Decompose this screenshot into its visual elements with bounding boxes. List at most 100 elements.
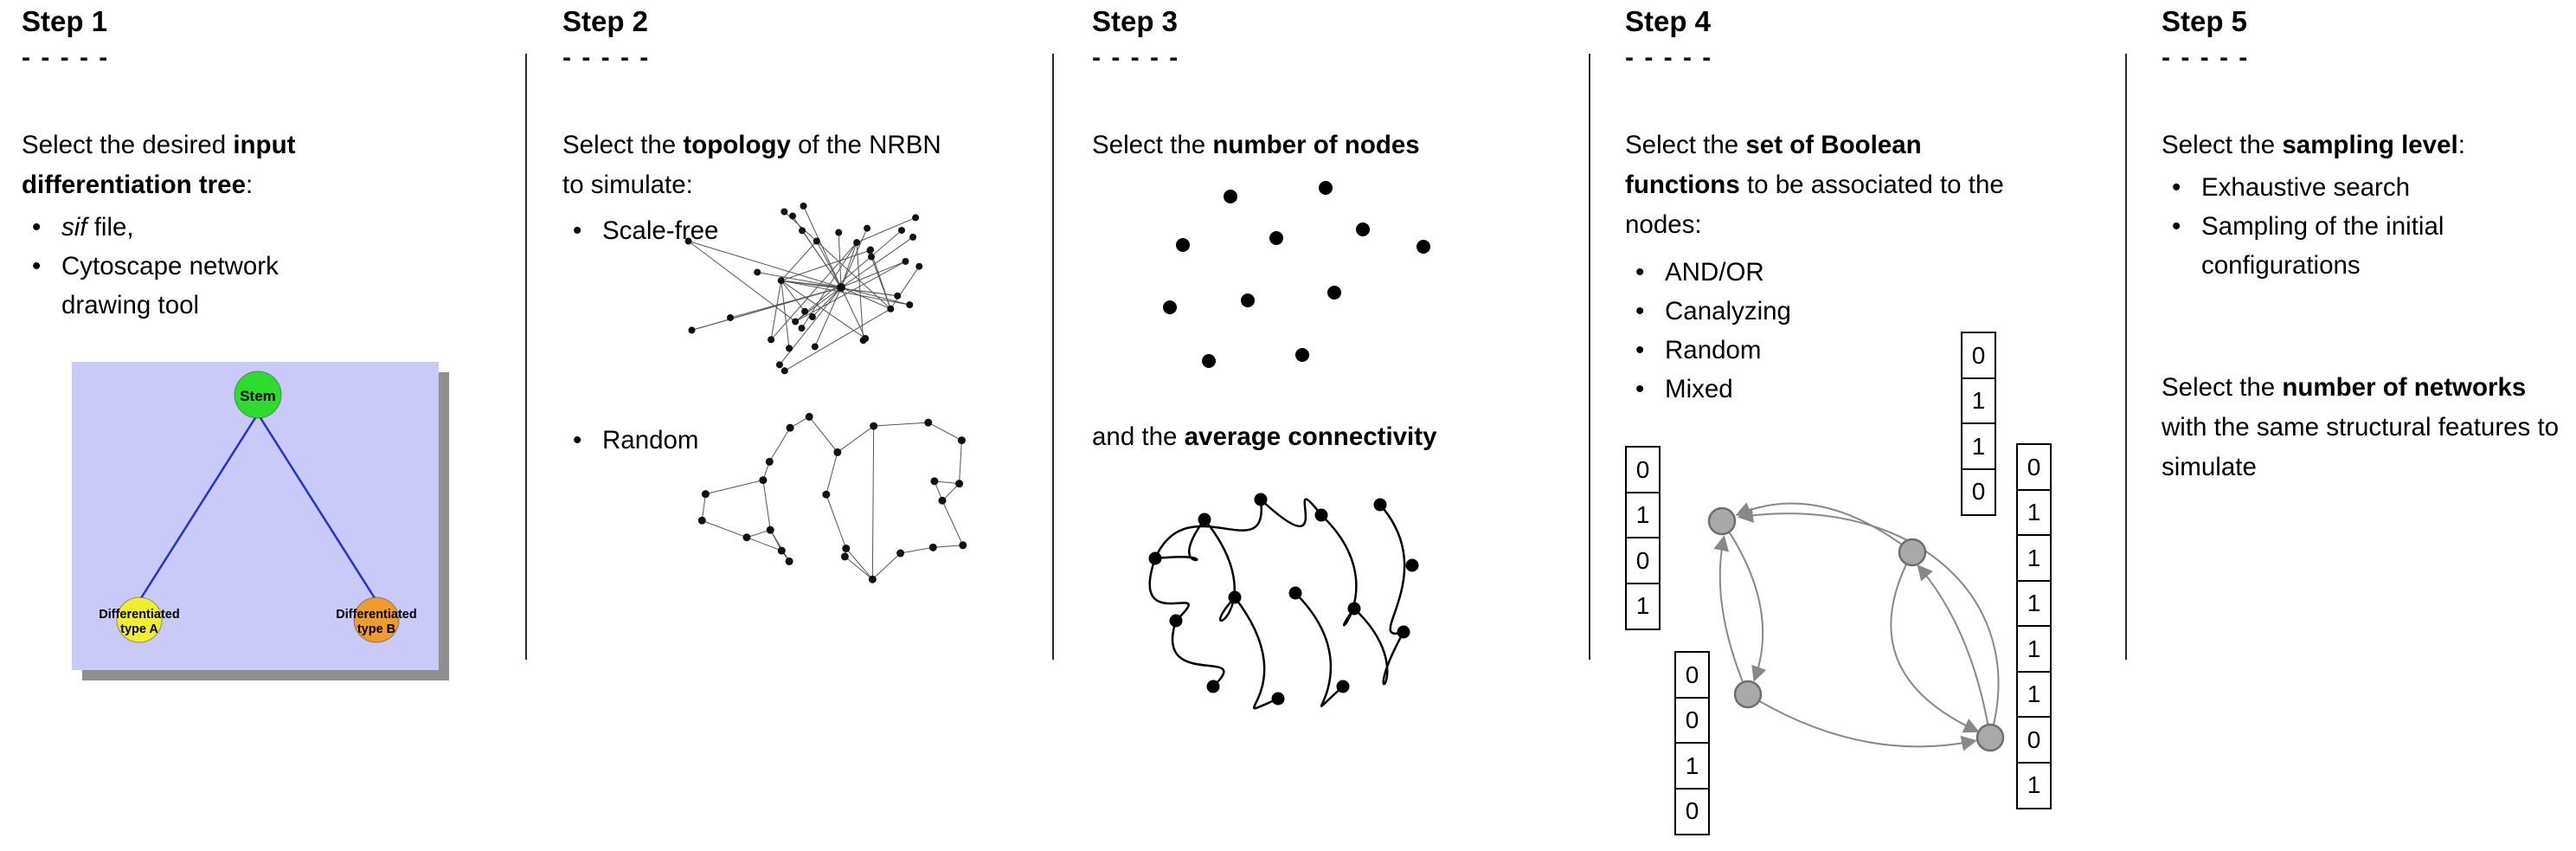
column-divider — [525, 54, 527, 660]
column-divider — [2125, 54, 2127, 660]
step-description: Select the set of Boolean functions to b… — [1625, 126, 2027, 245]
desc-text-bold: number of networks — [2282, 373, 2527, 402]
bullet-item: Scale-free — [562, 211, 822, 250]
bullet-item: Random — [562, 421, 822, 460]
bullet-text-italic: sif — [61, 213, 87, 242]
bullet-text: Sampling of the initial configurations — [2201, 212, 2444, 280]
bullet-text: file, — [87, 213, 134, 242]
tree-edge-left — [138, 413, 260, 602]
random-network-figure — [697, 412, 967, 583]
scale-free-network-figure — [684, 202, 923, 375]
topology-bullet-scale-free: Scale-free — [562, 211, 822, 250]
desc-text: Select the desired — [22, 131, 234, 159]
truth-table-cell: 1 — [2016, 579, 2052, 628]
truth-table-cell: 1 — [1625, 491, 1661, 539]
bullet-text: AND/OR — [1665, 258, 1764, 287]
truth-table-cell: 0 — [2016, 443, 2052, 491]
truth-table-cell: 1 — [1961, 377, 1996, 425]
column-divider — [1052, 54, 1054, 660]
stem-node — [234, 371, 282, 419]
bullet-text: Scale-free — [602, 216, 719, 245]
truth-table-cell: 1 — [2016, 625, 2052, 673]
step-description: Select the number of nodes — [1092, 126, 1585, 165]
desc-text: Select the — [1625, 131, 1746, 159]
column-divider — [1589, 54, 1590, 660]
step-title: Step 3 — [1092, 5, 1179, 37]
truth-table-cell: 1 — [1625, 582, 1661, 630]
truth-table-cell: 0 — [1625, 537, 1661, 584]
bullet-text: Random — [602, 426, 699, 455]
bullet-item: Random — [1625, 331, 1885, 370]
networks-count-description: Select the number of networks with the s… — [2162, 368, 2560, 487]
type-a-label-line1: Differentiated — [99, 608, 179, 622]
desc-text-bold: average connectivity — [1184, 422, 1437, 451]
boolean-network-figure — [1707, 502, 2005, 752]
step-title: Step 5 — [2162, 5, 2248, 37]
boolean-functions-bullet-list: AND/OR Canalyzing Random Mixed — [1625, 253, 1885, 409]
stem-node-label: Stem — [240, 388, 276, 404]
connectivity-network-figure — [1148, 493, 1419, 710]
bullet-item: AND/OR — [1625, 253, 1885, 292]
desc-text-bold: topology — [683, 131, 791, 159]
step-1-bullet-list: sif file, Cytoscape network drawing tool — [22, 208, 307, 325]
truth-table-cell: 1 — [2016, 488, 2052, 537]
truth-table-cell: 1 — [1674, 742, 1710, 790]
truth-table-cell: 0 — [2016, 716, 2052, 764]
bullet-item: Mixed — [1625, 370, 1885, 409]
truth-table-cell: 0 — [1961, 332, 1996, 379]
differentiation-tree-figure: Stem Differentiated type A Differentiate… — [72, 362, 449, 680]
topology-bullet-random: Random — [562, 421, 822, 460]
step-title: Step 2 — [562, 5, 649, 37]
bullet-item: Sampling of the initial configurations — [2162, 207, 2542, 285]
bullet-text: Cytoscape network drawing tool — [61, 252, 279, 319]
truth-table-cell: 0 — [1674, 787, 1710, 835]
truth-table-cell: 0 — [1674, 696, 1710, 745]
step-5-column: Step 5 - - - - - Select the sampling lev… — [2162, 0, 2573, 851]
step-4-column: Step 4 - - - - - Select the set of Boole… — [1625, 0, 2127, 851]
bullet-item: Exhaustive search — [2162, 168, 2542, 207]
type-a-label-line2: type A — [120, 622, 158, 636]
truth-table-cell: 0 — [1674, 651, 1710, 699]
type-b-label-line2: type B — [357, 622, 395, 636]
desc-text: Select the — [562, 131, 684, 159]
bullet-text: Mixed — [1665, 375, 1733, 403]
desc-text: and the — [1092, 422, 1185, 451]
step-description: Select the sampling level: — [2162, 126, 2568, 165]
desc-text-bold: number of nodes — [1212, 131, 1420, 159]
desc-text: Select the — [2162, 373, 2283, 402]
bullet-item: Cytoscape network drawing tool — [22, 247, 307, 325]
bullet-text: Random — [1665, 336, 1762, 364]
bullet-item: Canalyzing — [1625, 292, 1885, 331]
truth-table-cell: 1 — [1961, 422, 1996, 470]
type-b-label-line1: Differentiated — [336, 608, 416, 622]
tree-edge-right — [256, 413, 378, 602]
step-separator-dashes: - - - - - — [1625, 43, 1713, 72]
step-2-column: Step 2 - - - - - Select the topology of … — [562, 0, 1030, 851]
step-separator-dashes: - - - - - — [2162, 43, 2250, 72]
desc-text: to be associated to the nodes: — [1625, 171, 2004, 239]
bullet-text: Canalyzing — [1665, 297, 1791, 326]
nodes-scatter-figure — [1163, 181, 1430, 368]
desc-text: Select the — [1092, 131, 1213, 159]
desc-text: Select the — [2162, 131, 2283, 159]
step-title: Step 4 — [1625, 5, 1712, 37]
truth-table-cell: 1 — [2016, 534, 2052, 582]
bullet-item: sif file, — [22, 208, 307, 247]
differentiated-type-b-node — [353, 596, 400, 643]
step-separator-dashes: - - - - - — [1092, 43, 1180, 72]
sampling-bullet-list: Exhaustive search Sampling of the initia… — [2162, 168, 2542, 285]
step-1-column: Step 1 - - - - - Select the desired inpu… — [22, 0, 493, 851]
step-description: Select the topology of the NRBN to simul… — [562, 126, 948, 205]
desc-text-bold: sampling level — [2282, 131, 2458, 159]
truth-table-cell: 1 — [2016, 761, 2052, 809]
desc-text: with the same structural features to sim… — [2162, 413, 2560, 481]
desc-text: of the NRBN to simulate: — [562, 131, 941, 199]
step-separator-dashes: - - - - - — [562, 43, 651, 72]
desc-text-bold: input differentiation tree — [22, 131, 296, 199]
desc-text: : — [245, 171, 254, 199]
